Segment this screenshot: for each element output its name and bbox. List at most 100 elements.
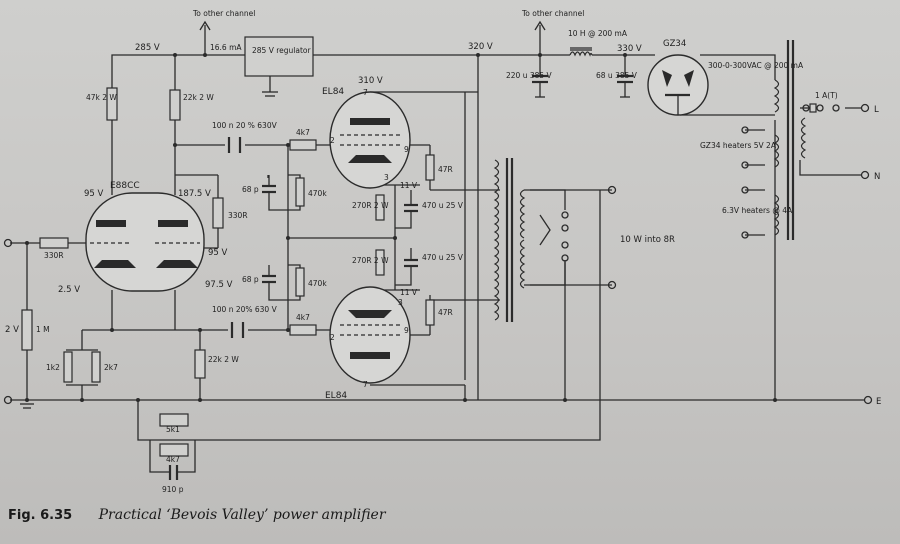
label-fuse: 1 A(T) bbox=[815, 91, 838, 100]
resistor-1k2 bbox=[63, 351, 73, 383]
resistor-330r-right bbox=[212, 197, 224, 229]
label-terminal-n: N bbox=[874, 172, 880, 182]
label-r4k7-top: 4k7 bbox=[296, 128, 310, 137]
label-r47r-top: 47R bbox=[438, 165, 453, 174]
label-tx-secondary: 300-0-300VAC @ 200 mA bbox=[708, 61, 804, 70]
capacitor-100n-top bbox=[227, 137, 242, 153]
label-cap-100n-top: 100 n 20 % 630V bbox=[212, 121, 278, 130]
label-current: 16.6 mA bbox=[210, 43, 242, 52]
schematic-diagram: To other channel 16.6 mA 285 V 285 V reg… bbox=[3, 9, 881, 494]
terminal-circles bbox=[3, 103, 873, 405]
label-to-other-channel-right: To other channel bbox=[521, 9, 584, 18]
label-terminal-e: E bbox=[876, 397, 881, 407]
label-r1k2: 1k2 bbox=[46, 363, 60, 372]
label-2v: 2 V bbox=[5, 325, 19, 335]
wiring bbox=[10, 20, 865, 441]
resistor-4k7-feedback bbox=[159, 443, 189, 457]
label-320v: 320 V bbox=[468, 42, 493, 52]
label-c910p: 910 p bbox=[162, 485, 184, 494]
label-c470u-top: 470 u 25 V bbox=[422, 201, 464, 210]
capacitor-470u-bottom bbox=[395, 248, 418, 286]
figure-caption: Fig. 6.35 Practical ‘Bevois Valley’ powe… bbox=[8, 507, 708, 529]
label-c68p-bottom: 68 p bbox=[242, 275, 259, 284]
label-r22k-top: 22k 2 W bbox=[183, 93, 214, 102]
label-r1m: 1 M bbox=[36, 325, 50, 334]
label-pin3-bottom: 3 bbox=[398, 298, 403, 307]
capacitor-68p-bottom bbox=[262, 265, 288, 301]
resistor-270r-bottom bbox=[375, 249, 385, 276]
resistor-4k7-bottom bbox=[289, 324, 317, 336]
resistor-470k-top bbox=[295, 177, 305, 207]
e88cc-tube bbox=[85, 192, 205, 292]
resistor-1m bbox=[21, 309, 33, 351]
label-to-other-channel-left: To other channel bbox=[192, 9, 255, 18]
label-heaters-6-3v: 6.3V heaters @ 4A bbox=[722, 206, 793, 215]
capacitor-910p bbox=[149, 440, 196, 480]
label-r4k7-bottom: 4k7 bbox=[296, 313, 310, 322]
label-r270r-bottom: 270R 2 W bbox=[352, 256, 389, 265]
choke-inductor bbox=[569, 51, 593, 57]
label-gz34: GZ34 bbox=[663, 39, 686, 49]
label-r470k-top: 470k bbox=[308, 189, 327, 198]
label-c68p-top: 68 p bbox=[242, 185, 259, 194]
label-el84-bottom: EL84 bbox=[325, 391, 347, 401]
label-285v: 285 V bbox=[135, 43, 160, 53]
label-pin7-top: 7 bbox=[363, 88, 368, 97]
label-95v-left: 95 V bbox=[84, 189, 104, 199]
capacitor-220u bbox=[532, 74, 548, 97]
label-pin7-bottom: 7 bbox=[363, 380, 368, 389]
label-r22k-bottom: 22k 2 W bbox=[208, 355, 239, 364]
label-11v-bottom: 11 V bbox=[400, 288, 418, 297]
label-terminal-l: L bbox=[874, 105, 879, 115]
label-r47k: 47k 2 W bbox=[86, 93, 117, 102]
resistor-330r-input bbox=[39, 237, 69, 249]
label-regulator: 285 V regulator bbox=[252, 46, 311, 55]
capacitor-68u bbox=[617, 74, 633, 97]
figure-title: Practical ‘Bevois Valley’ power amplifie… bbox=[98, 507, 386, 523]
label-r270r-top: 270R 2 W bbox=[352, 201, 389, 210]
label-r330r-right: 330R bbox=[228, 211, 248, 220]
label-e88cc: E88CC bbox=[110, 181, 140, 191]
label-pin3-top: 3 bbox=[384, 173, 389, 182]
label-11v-top: 11 V bbox=[400, 181, 418, 190]
el84-tube-bottom bbox=[329, 286, 411, 384]
label-el84-top: EL84 bbox=[322, 87, 344, 97]
label-187-5v: 187.5 V bbox=[178, 189, 211, 199]
label-2-5v: 2.5 V bbox=[58, 285, 80, 295]
label-pin2-bottom: 2 bbox=[330, 333, 335, 342]
figure-number: Fig. 6.35 bbox=[8, 508, 73, 523]
label-97-5v: 97.5 V bbox=[205, 280, 233, 290]
gz34-rectifier-tube bbox=[647, 54, 709, 116]
output-transformer bbox=[493, 158, 569, 322]
label-cap-100n-bottom: 100 n 20% 630 V bbox=[212, 305, 278, 314]
resistor-47r-top bbox=[425, 154, 435, 181]
resistor-47k bbox=[106, 87, 118, 121]
label-gz34-heaters: GZ34 heaters 5V 2A bbox=[700, 141, 777, 150]
capacitor-470u-top bbox=[395, 190, 418, 229]
resistor-22k-bottom bbox=[194, 349, 206, 379]
label-r330r-input: 330R bbox=[44, 251, 64, 260]
label-pin9-top: 9 bbox=[404, 145, 409, 154]
resistor-47r-bottom bbox=[425, 299, 435, 326]
resistor-270r-top bbox=[375, 194, 385, 221]
label-r47r-bottom: 47R bbox=[438, 308, 453, 317]
resistor-5k1 bbox=[159, 413, 189, 427]
label-r4k7-feedback: 4k7 bbox=[166, 455, 180, 464]
capacitor-68p-top bbox=[262, 175, 288, 211]
capacitor-100n-bottom bbox=[230, 322, 245, 338]
label-95v-right: 95 V bbox=[208, 248, 228, 258]
mains-transformer bbox=[773, 40, 807, 240]
el84-tube-top bbox=[329, 91, 411, 189]
junction-dots bbox=[25, 53, 777, 402]
fuse bbox=[809, 103, 817, 113]
label-output: 10 W into 8R bbox=[620, 235, 675, 245]
label-c470u-bottom: 470 u 25 V bbox=[422, 253, 464, 262]
label-cap-220u: 220 u 385 V bbox=[506, 71, 553, 80]
label-pin9-bottom: 9 bbox=[404, 326, 409, 335]
label-310v: 310 V bbox=[358, 76, 383, 86]
label-r5k1: 5k1 bbox=[166, 425, 180, 434]
resistor-470k-bottom bbox=[295, 267, 305, 297]
resistor-22k-top bbox=[169, 89, 181, 121]
label-r2k7: 2k7 bbox=[104, 363, 118, 372]
